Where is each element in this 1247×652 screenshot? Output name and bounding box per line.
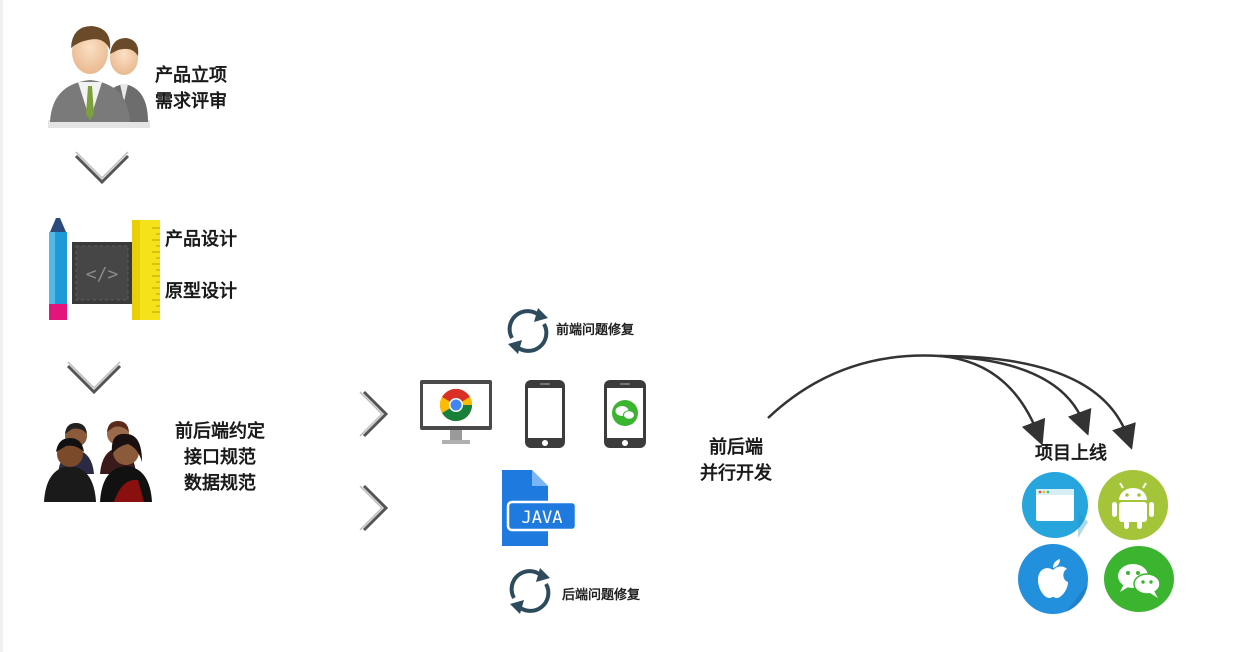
chevron-right-icon	[359, 390, 390, 438]
chevron-right-icon	[359, 484, 390, 532]
page-edge	[0, 0, 3, 652]
step1-label-line2: 需求评审	[155, 91, 227, 112]
parallel-label-line2: 并行开发	[700, 463, 772, 484]
refresh-icon	[504, 308, 552, 354]
wechat-icon	[1104, 546, 1174, 612]
step3-label-line2: 接口规范	[184, 447, 256, 468]
java-file-icon: JAVA	[500, 470, 578, 546]
phone-icon	[525, 380, 565, 448]
desktop-browser-icon	[420, 380, 492, 446]
launch-label: 项目上线	[1035, 443, 1107, 464]
design-tools-icon: </>	[46, 218, 160, 322]
step2-label-line2: 原型设计	[165, 281, 237, 302]
android-icon	[1098, 470, 1168, 540]
step2-label-line1: 产品设计	[165, 229, 237, 250]
browser-icon	[1022, 472, 1088, 538]
business-people-icon	[48, 22, 150, 128]
svg-text:</>: </>	[86, 264, 119, 285]
step1-label-line1: 产品立项	[155, 65, 227, 86]
apple-icon	[1018, 544, 1088, 614]
chevron-down-icon	[74, 151, 130, 186]
parallel-label-line1: 前后端	[709, 437, 763, 458]
refresh-icon	[506, 568, 554, 614]
backend-fix-label: 后端问题修复	[562, 588, 641, 603]
chevron-down-icon	[66, 361, 122, 396]
wechat-phone-icon	[604, 380, 646, 448]
java-file-text: JAVA	[522, 508, 563, 528]
deploy-arrows	[760, 340, 1150, 450]
frontend-fix-label: 前端问题修复	[556, 323, 635, 338]
step3-label-line1: 前后端约定	[175, 421, 265, 442]
step3-label-line3: 数据规范	[184, 473, 256, 494]
team-meeting-icon	[44, 418, 154, 502]
